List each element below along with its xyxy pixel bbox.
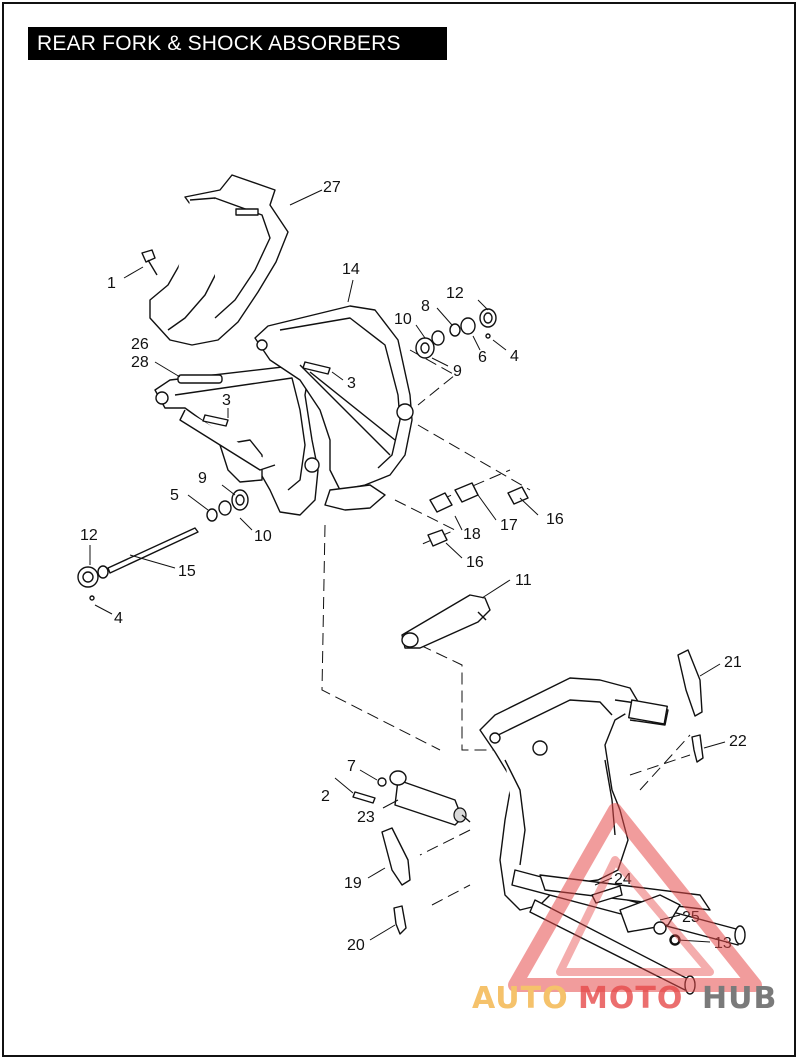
- diagram-title-text: REAR FORK & SHOCK ABSORBERS: [37, 31, 401, 55]
- part-19-shield: [381, 827, 411, 886]
- watermark-text-auto: AUTO: [472, 981, 569, 1016]
- callout-10-right: 10: [394, 311, 412, 328]
- pivot-hardware-left: [77, 489, 249, 601]
- part-3-bolt-lower: [202, 414, 229, 427]
- callout-22: 22: [729, 733, 747, 750]
- callout-27: 27: [323, 179, 341, 196]
- callout-12-left: 12: [80, 527, 98, 544]
- callout-26: 26: [131, 336, 149, 353]
- assembly-dashed-lines: [321, 349, 691, 906]
- part-2-bolt: [352, 791, 376, 804]
- callout-11: 11: [515, 572, 532, 589]
- callout-12-right: 12: [446, 285, 464, 302]
- callout-10-left: 10: [254, 528, 272, 545]
- callout-4-right: 4: [510, 348, 519, 365]
- callout-5: 5: [170, 487, 179, 504]
- part-7-washer: [377, 777, 387, 787]
- bushings-16-17-18: [427, 482, 529, 547]
- part-23-shock-absorber: [389, 770, 471, 826]
- callout-23: 23: [357, 809, 375, 826]
- callout-18: 18: [463, 526, 481, 543]
- callout-9-right: 9: [453, 363, 462, 380]
- callout-leaders: [89, 189, 726, 943]
- callout-1: 1: [107, 275, 116, 292]
- frame-section: [479, 677, 746, 995]
- part-3-bolt-upper: [302, 361, 331, 375]
- part-1-bolt: [141, 249, 158, 276]
- callout-16-right: 16: [546, 511, 564, 528]
- part-14-swingarm: [154, 305, 414, 516]
- callout-6: 6: [478, 349, 487, 366]
- callout-4-left: 4: [114, 610, 123, 627]
- callout-2: 2: [321, 788, 330, 805]
- diagram-title: REAR FORK & SHOCK ABSORBERS: [28, 27, 447, 60]
- pivot-hardware-right: [415, 308, 497, 359]
- callout-3-lower: 3: [222, 392, 231, 409]
- part-24-bracket: [591, 885, 623, 904]
- callout-7: 7: [347, 758, 356, 775]
- callout-17: 17: [500, 517, 518, 534]
- callout-16-lower: 16: [466, 554, 484, 571]
- callout-15: 15: [178, 563, 196, 580]
- callout-3-upper: 3: [347, 375, 356, 392]
- part-21-shield: [677, 649, 703, 717]
- watermark-text-moto: MOTO: [578, 981, 683, 1016]
- callout-21: 21: [724, 654, 742, 671]
- callout-19: 19: [344, 875, 362, 892]
- callout-9-left: 9: [198, 470, 207, 487]
- part-27-fender-cover: [149, 174, 289, 346]
- callout-24: 24: [614, 871, 632, 888]
- callout-28: 28: [131, 354, 149, 371]
- watermark-text-hub: HUB: [702, 981, 777, 1016]
- automotohub-watermark: AUTO MOTO HUB: [472, 803, 777, 1016]
- callout-8: 8: [421, 298, 430, 315]
- part-22-shield: [691, 734, 704, 763]
- callout-14: 14: [342, 261, 360, 278]
- part-15-pivot-shaft: [107, 527, 199, 574]
- callout-20: 20: [347, 937, 365, 954]
- part-20-shield: [393, 905, 407, 935]
- part-11-shock-link: [401, 594, 491, 649]
- part-26-28-slot: [177, 374, 223, 384]
